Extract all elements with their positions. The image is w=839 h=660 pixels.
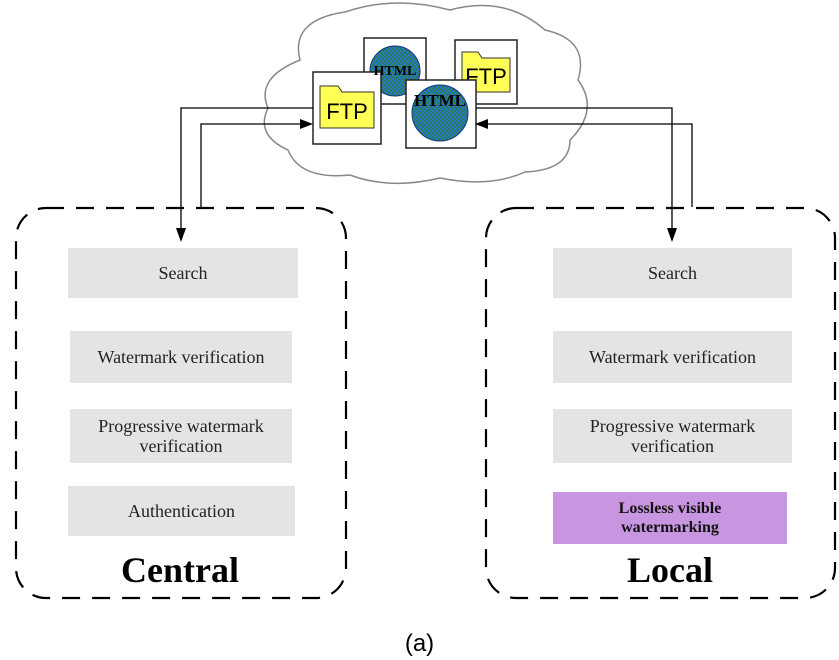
local-progressive-line2: verification xyxy=(631,436,714,456)
local-watermark-verification-box: Watermark verification xyxy=(553,331,792,383)
central-progressive-verification-box: Progressive watermark verification xyxy=(70,409,292,463)
html-label: HTML xyxy=(414,91,466,110)
central-authentication-box: Authentication xyxy=(68,486,295,536)
ftp-folder-icon-back: FTP xyxy=(454,39,518,105)
html-globe-icon: HTML HTML xyxy=(374,64,477,149)
ftp-folder-icon: FTP xyxy=(312,71,382,145)
local-search-label: Search xyxy=(648,263,697,283)
central-connectors xyxy=(176,107,313,242)
local-progressive-line1: Progressive watermark xyxy=(589,416,756,436)
local-watermark-verification-label: Watermark verification xyxy=(589,347,756,367)
html-label-back: HTML xyxy=(374,64,417,79)
central-title: Central xyxy=(121,550,239,590)
local-lossless-watermarking-box: Lossless visible watermarking xyxy=(553,492,787,544)
local-search-box: Search xyxy=(553,248,792,298)
local-lossless-line1: Lossless visible xyxy=(618,500,722,517)
central-authentication-label: Authentication xyxy=(128,501,235,521)
central-progressive-line1: Progressive watermark xyxy=(98,416,264,436)
central-watermark-verification-box: Watermark verification xyxy=(70,331,292,383)
central-watermark-verification-label: Watermark verification xyxy=(97,347,265,367)
central-search-box: Search xyxy=(68,248,298,298)
local-panel xyxy=(484,206,837,600)
figure-caption: (a) xyxy=(404,630,435,657)
ftp-label: FTP xyxy=(326,99,368,124)
local-progressive-verification-box: Progressive watermark verification xyxy=(553,409,792,463)
local-title: Local xyxy=(627,550,713,590)
central-panel xyxy=(14,206,348,600)
local-connectors xyxy=(475,107,693,242)
central-search-label: Search xyxy=(158,263,208,283)
local-lossless-line2: watermarking xyxy=(621,519,719,536)
central-progressive-line2: verification xyxy=(139,436,223,456)
